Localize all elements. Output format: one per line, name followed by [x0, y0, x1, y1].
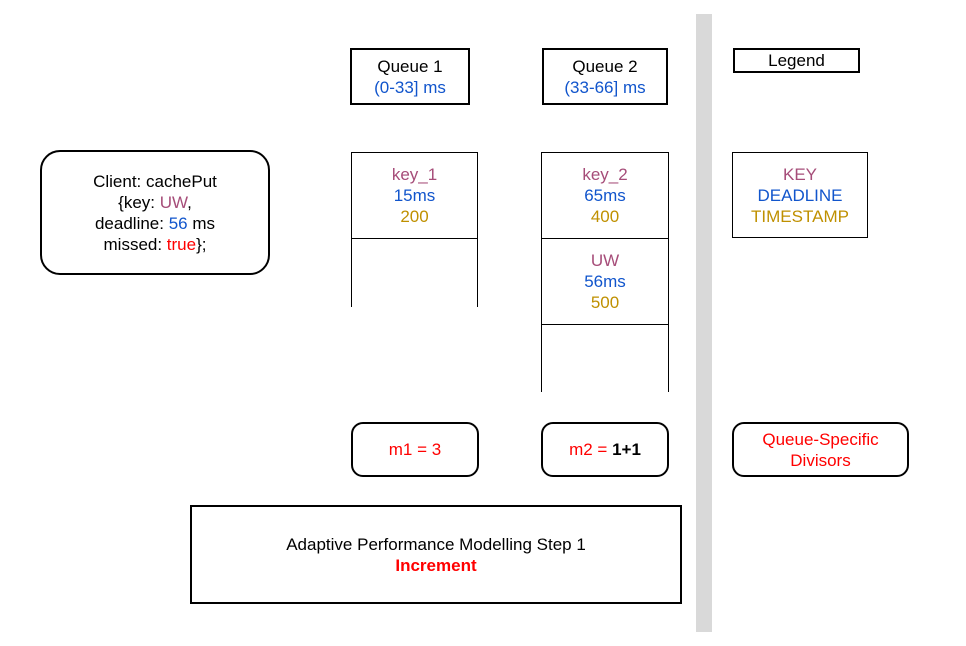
queue-2-divisor: m2 = 1+1: [541, 422, 669, 477]
queue-1-column: key_1 15ms 200: [351, 152, 478, 307]
entry-timestamp: 400: [590, 207, 620, 226]
client-line-title: Client: cachePut: [93, 171, 217, 191]
client-line-key: {key: UW,: [118, 192, 192, 213]
step-box: Adaptive Performance Modelling Step 1 In…: [190, 505, 682, 604]
entry-timestamp: 200: [400, 207, 429, 226]
client-key-prefix: {key:: [118, 192, 160, 212]
vertical-divider: [696, 14, 712, 632]
client-line-missed: missed: true};: [104, 234, 207, 255]
divisor-value: 1+1: [612, 440, 641, 459]
queue-2-divisor-text: m2 = 1+1: [569, 439, 641, 460]
divisor-value: 3: [431, 440, 442, 459]
step-title: Adaptive Performance Modelling Step 1: [286, 534, 586, 554]
legend-divisors-label: Queue-Specific Divisors: [762, 429, 879, 470]
legend-title: Legend: [768, 51, 825, 70]
client-deadline-value: 56: [168, 213, 188, 233]
queue-1-title: Queue 1: [377, 56, 443, 76]
entry-deadline: 15ms: [393, 186, 436, 205]
entry-key: key_2: [582, 165, 628, 184]
entry-deadline: 65ms: [584, 186, 626, 205]
queue-2-column: key_2 65ms 400 UW 56ms 500: [541, 152, 669, 392]
entry-key: UW: [590, 251, 620, 270]
queue-2-entry: UW 56ms 500: [542, 239, 668, 325]
queue-2-range: (33-66] ms: [564, 77, 646, 97]
queue-1-header: Queue 1 (0-33] ms: [350, 48, 470, 105]
client-cacheput-box: Client: cachePut {key: UW, deadline: 56 …: [40, 150, 270, 275]
queue-1-entry: key_1 15ms 200: [352, 153, 477, 239]
queue-1-range: (0-33] ms: [374, 77, 446, 97]
client-missed-prefix: missed:: [103, 234, 167, 254]
entry-key: key_1: [391, 165, 438, 184]
client-deadline-prefix: deadline:: [94, 213, 169, 233]
legend-title-box: Legend: [733, 48, 860, 73]
queue-1-divisor-text: m1 = 3: [389, 439, 441, 460]
legend-timestamp-label: TIMESTAMP: [751, 206, 849, 226]
queue-2-title: Queue 2: [572, 56, 638, 76]
legend-key-label: KEY: [782, 164, 818, 184]
client-missed-value: true: [166, 234, 197, 254]
legend-entry-box: KEY DEADLINE TIMESTAMP: [732, 152, 868, 238]
queue-2-header: Queue 2 (33-66] ms: [542, 48, 668, 105]
entry-timestamp: 500: [590, 293, 620, 312]
client-line-deadline: deadline: 56 ms: [95, 213, 215, 234]
client-deadline-suffix: ms: [187, 213, 216, 233]
queue-2-entry: key_2 65ms 400: [542, 153, 668, 239]
divisor-prefix: m2 =: [569, 440, 613, 459]
client-missed-suffix: };: [196, 234, 207, 254]
divisor-prefix: m1 =: [388, 440, 432, 459]
client-key-suffix: ,: [187, 192, 192, 212]
entry-deadline: 56ms: [584, 272, 626, 291]
legend-divisors-box: Queue-Specific Divisors: [732, 422, 909, 477]
legend-deadline-label: DEADLINE: [757, 185, 843, 205]
queue-1-divisor: m1 = 3: [351, 422, 479, 477]
client-key-value: UW: [159, 192, 188, 212]
step-subtitle: Increment: [395, 555, 477, 575]
